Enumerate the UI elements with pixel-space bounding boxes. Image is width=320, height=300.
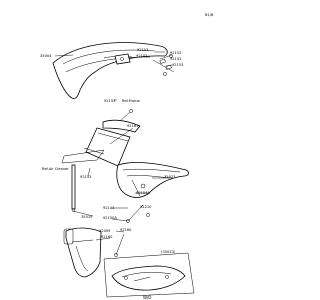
part-number-bolt-c: 92153 [172,63,183,67]
part-number-clip-a: 92160 [120,228,132,232]
part-number-bolt-b: 92153 [136,54,147,58]
part-number-washer-b: 92152 [170,57,181,61]
inset-note-label: W/O [143,295,151,300]
frame-rails [61,119,141,167]
part-number-bolt-a: 92153 [137,48,148,52]
leader-lines [54,51,175,241]
part-number-washer-a: 92152 [170,51,181,55]
part-number-clip-b: 92160 [101,235,113,239]
ref-air-cleaner-label: Ref.Air Cleaner [42,167,69,171]
part-number-bolt-i: 92150A [103,216,117,220]
inset-rear-fender [103,252,195,298]
corner-label: B1/B [205,13,214,17]
front-fender [52,42,168,99]
part-number-bolt-g: 92154A [136,191,150,195]
part-number-bolt-d: 92153 [104,99,115,103]
part-number-side-cover: 35019 [81,215,93,219]
part-number-front-fender: 35004 [40,54,52,58]
front-fender-hardware [129,54,173,129]
part-number-bolt-h: 92143 [103,206,114,210]
part-number-rear-fender-alt: (35023) [161,250,176,254]
part-number-bolt-j: 92210 [140,205,152,209]
rear-fender [116,162,189,198]
part-number-bolt-e: 92153 [80,175,91,179]
side-cover [63,227,102,278]
support-bolt [71,164,76,212]
ref-frame-label: Ref.Frame [122,99,141,103]
part-number-bolt-f: 92161 [127,124,138,128]
part-number-bolt-k: 92009 [99,229,111,233]
parts-diagram: B1/B Ref.Frame Ref.Air Cleaner 35004 921… [40,13,214,300]
part-number-rear-fender: 35023 [164,175,175,179]
